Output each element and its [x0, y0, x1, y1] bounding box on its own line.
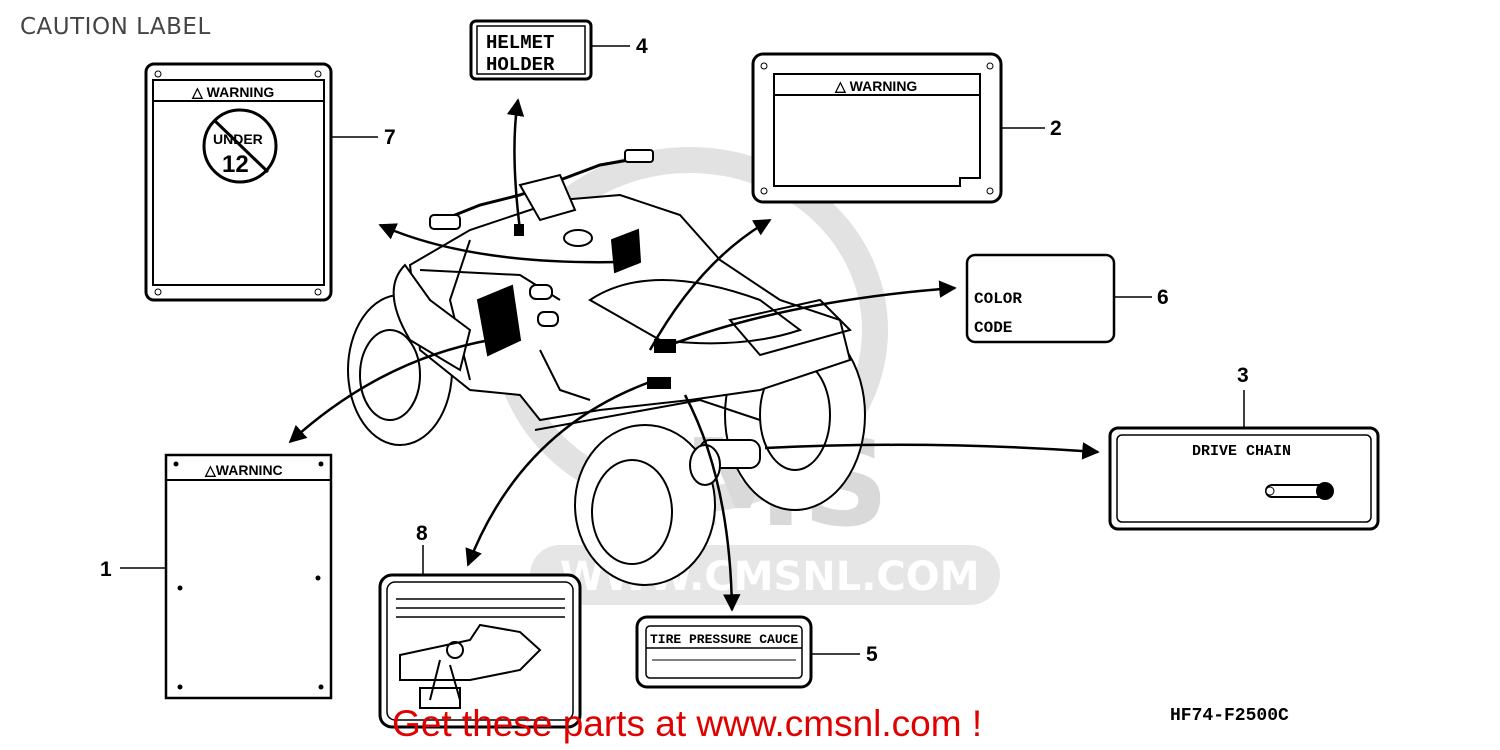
callout-3: 3	[1237, 364, 1249, 387]
label-4-helmet-holder: HELMET HOLDER 4	[469, 19, 648, 81]
callout-1: 1	[100, 558, 112, 581]
label-8-instruction: 8	[378, 522, 582, 729]
label-7-badge-top: UNDER	[213, 131, 263, 147]
callout-5: 5	[866, 643, 878, 666]
rider-pictogram-icon	[399, 623, 542, 709]
label-6-line2: CODE	[974, 319, 1012, 337]
callout-2: 2	[1050, 117, 1062, 140]
drawing-code: HF74-F2500C	[1170, 706, 1289, 726]
label-4-line2: HOLDER	[486, 54, 555, 76]
label-6-line1: COLOR	[974, 290, 1022, 308]
label-1-warning: △WARNINC 1	[100, 453, 333, 700]
callout-4: 4	[636, 35, 648, 58]
label-7-warning-text: △ WARNING	[191, 84, 274, 100]
chain-icon	[1265, 482, 1334, 500]
label-5-text: TIRE PRESSURE CAUCE	[650, 632, 798, 647]
page-title: CAUTION LABEL	[20, 14, 211, 40]
label-2-warning-text: △ WARNING	[834, 78, 917, 94]
atv-illustration	[347, 149, 866, 586]
leader-arrows	[288, 98, 1100, 612]
callout-7: 7	[384, 126, 396, 149]
label-3-text: DRIVE CHAIN	[1192, 443, 1291, 460]
label-6-color-code: COLOR CODE 6	[965, 253, 1169, 344]
footer-promo-text[interactable]: Get these parts at www.cmsnl.com !	[392, 703, 983, 744]
label-5-tire-pressure: TIRE PRESSURE CAUCE 5	[635, 615, 878, 689]
label-3-drive-chain: DRIVE CHAIN 3	[1108, 364, 1380, 531]
label-2-warning: △ WARNING 2	[751, 52, 1062, 204]
label-7-under12-warning: △ WARNING UNDER 12 7	[144, 62, 396, 302]
label-7-badge-bottom: 12	[222, 151, 249, 178]
callout-8: 8	[416, 522, 428, 545]
label-4-line1: HELMET	[486, 32, 554, 54]
label-1-warning-text: △WARNINC	[204, 462, 283, 478]
callout-6: 6	[1157, 286, 1169, 309]
